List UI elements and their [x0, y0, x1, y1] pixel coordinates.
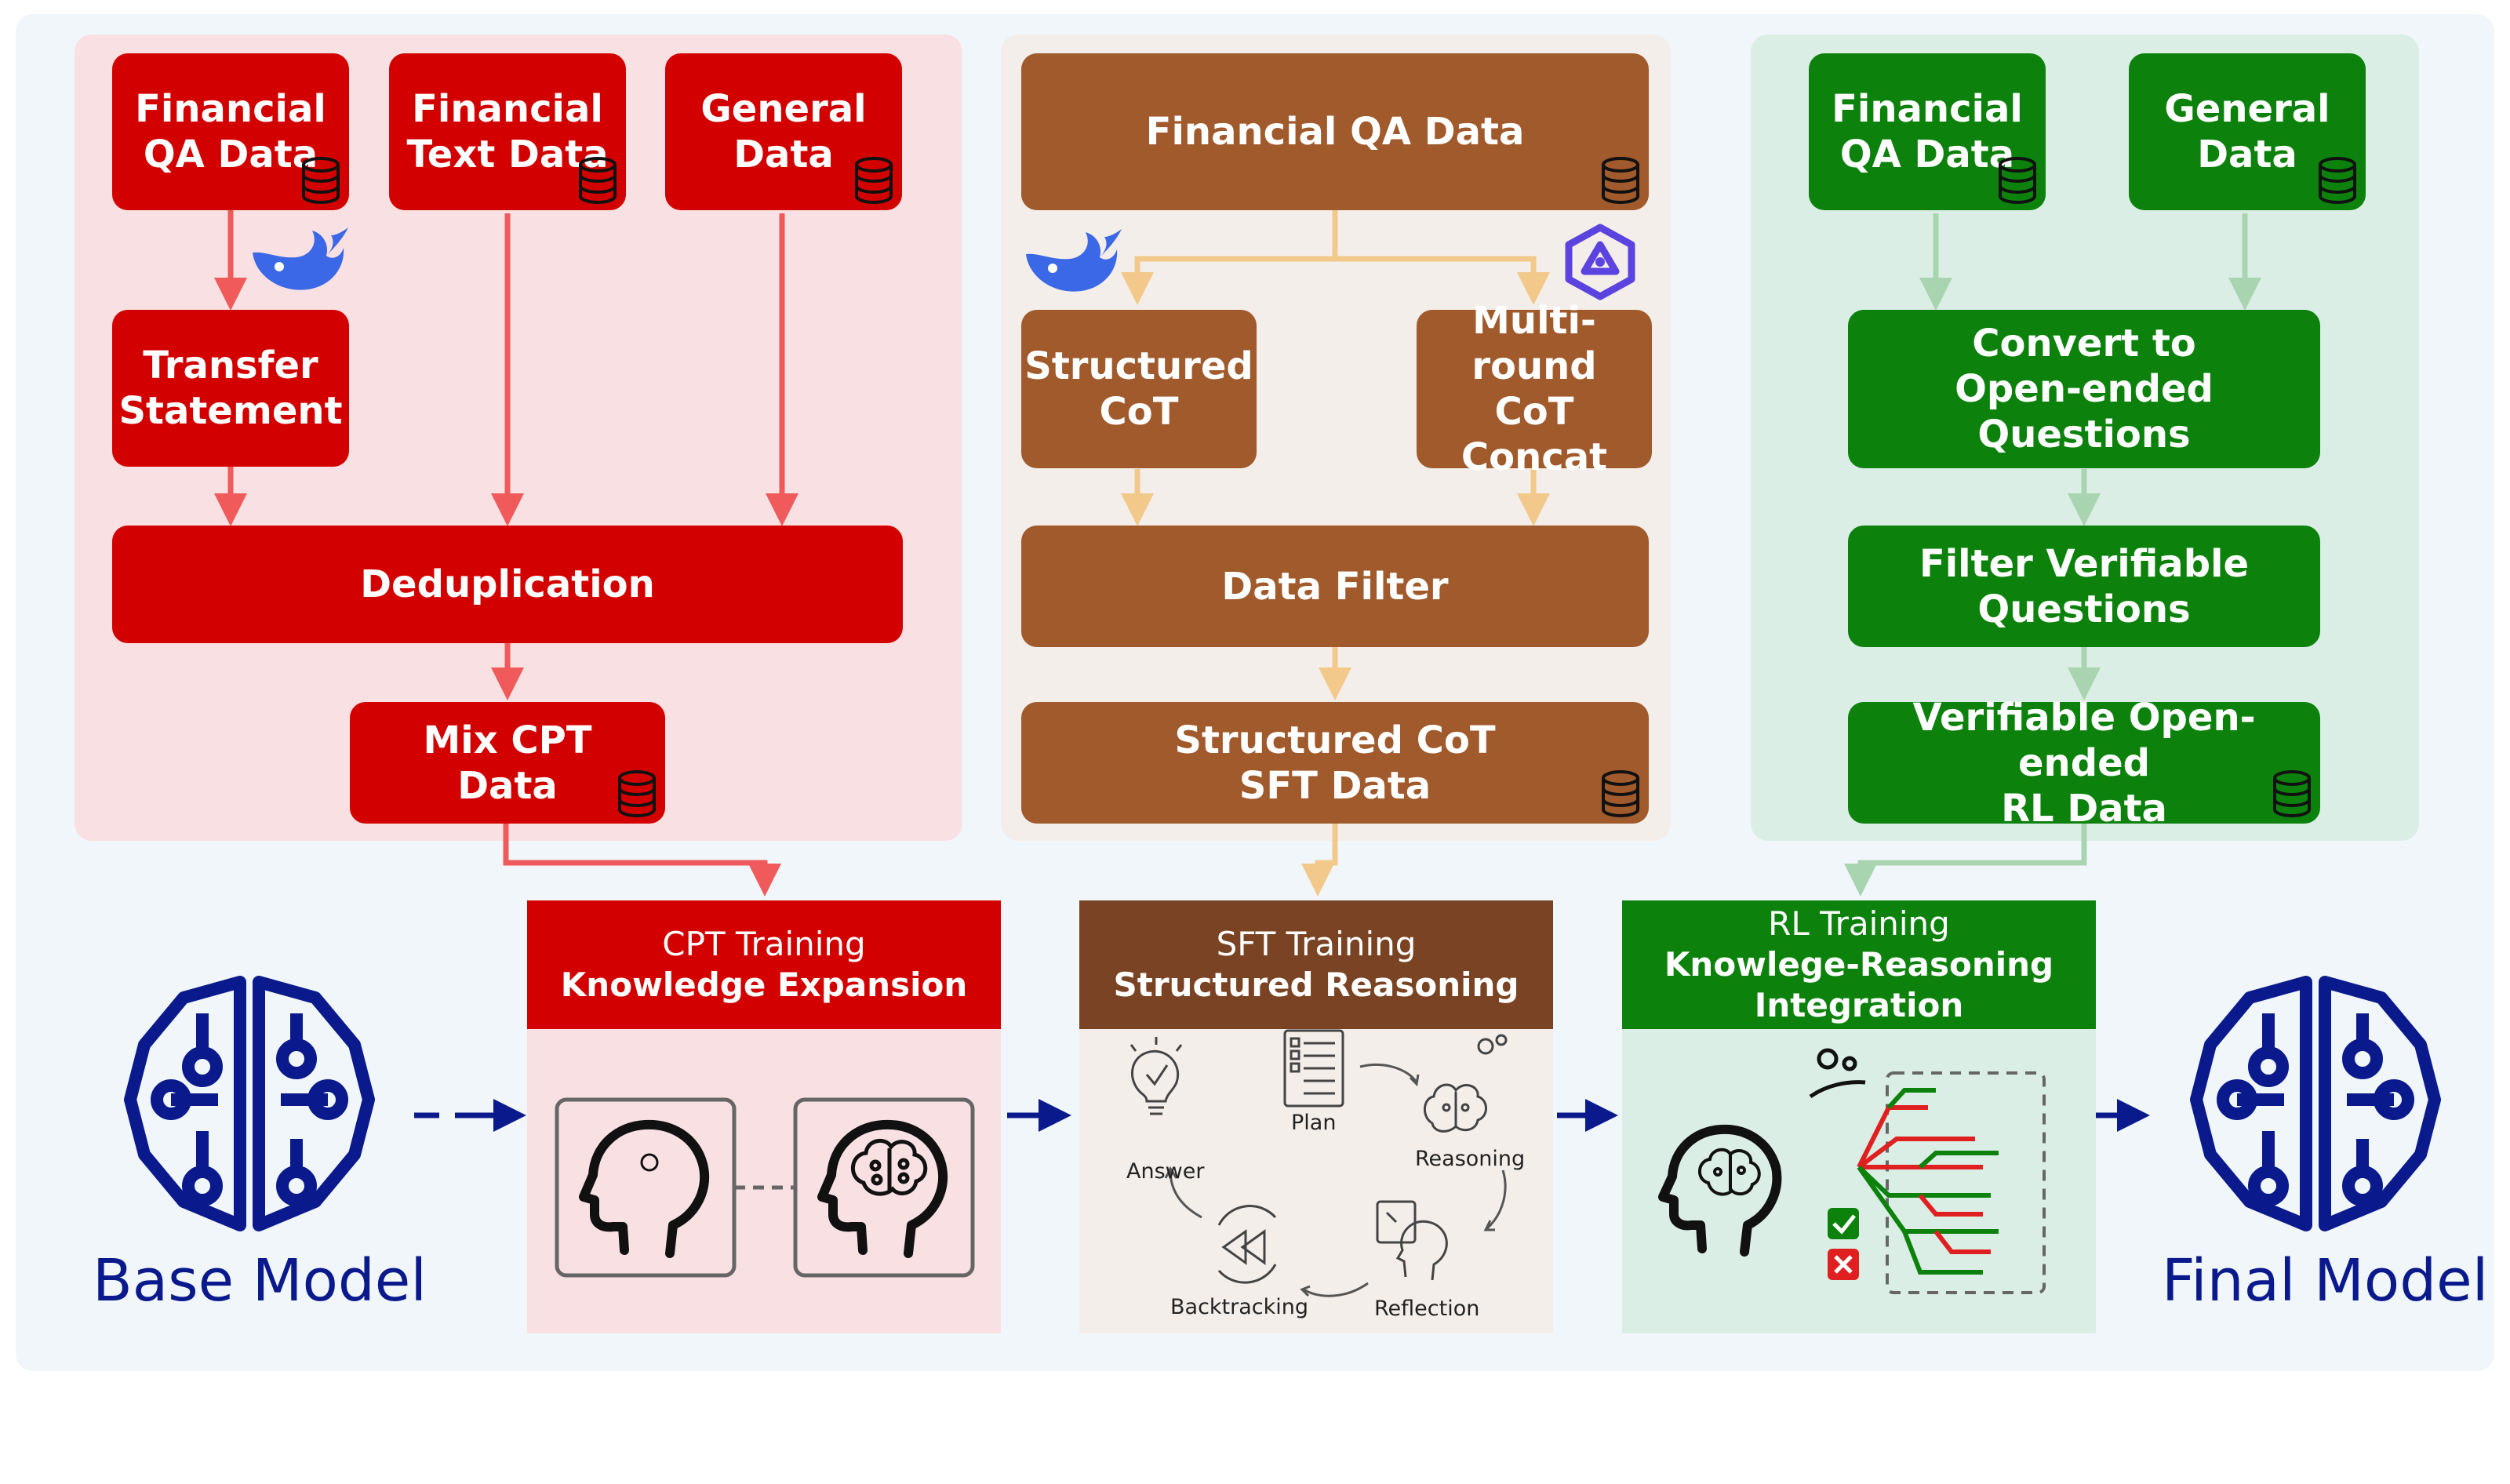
brain-circuit-icon	[1698, 1148, 1761, 1196]
rl-training-stage: RL Training Knowlege-Reasoning Integrati…	[1622, 900, 2096, 1333]
database-icon	[2319, 157, 2356, 204]
convert-open-ended-box: Convert to Open-ended Questions	[1848, 310, 2320, 468]
brain-circuit-icon	[850, 1139, 928, 1196]
box-label: Mix CPT Data	[423, 718, 592, 808]
knowledge-expansion-illustration	[555, 1097, 975, 1278]
box-label: Deduplication	[360, 562, 655, 606]
sft-training-stage: SFT Training Structured Reasoning	[1079, 900, 1553, 1333]
box-label: Structured CoT SFT Data	[1174, 718, 1496, 808]
box-label: Filter Verifiable Questions	[1919, 541, 2250, 631]
rl-data-box: Verifiable Open-ended RL Data	[1848, 696, 2320, 831]
cpt-general-data-box: General Data	[665, 53, 902, 210]
database-icon	[618, 770, 656, 817]
stage-subtitle: Structured Reasoning	[1113, 966, 1519, 1004]
cycle-label-reflection: Reflection	[1374, 1297, 1480, 1321]
cpt-financial-qa-box: Financial QA Data	[112, 53, 349, 210]
structured-cot-box: Structured CoT	[1021, 310, 1257, 468]
gears-icon	[1809, 1048, 1866, 1099]
stage-title: SFT Training	[1216, 925, 1417, 963]
knowledge-reasoning-illustration	[1658, 1048, 2046, 1294]
cpt-training-stage: CPT Training Knowledge Expansion	[527, 900, 1001, 1333]
rl-financial-qa-box: Financial QA Data	[1809, 53, 2046, 210]
database-icon	[2273, 770, 2311, 817]
base-model-label: Base Model	[93, 1247, 427, 1315]
base-model-brain-icon	[124, 976, 375, 1231]
rl-stage-header: RL Training Knowlege-Reasoning Integrati…	[1622, 900, 2096, 1029]
database-icon	[1602, 157, 1639, 204]
cpt-financial-text-box: Financial Text Data	[389, 53, 626, 210]
box-label: Verifiable Open-ended RL Data	[1912, 695, 2256, 831]
rl-general-data-box: General Data	[2129, 53, 2366, 210]
box-label: Financial QA Data	[1145, 110, 1525, 154]
database-icon	[302, 157, 340, 204]
reasoning-tree	[1857, 1088, 1999, 1275]
sft-data-box: Structured CoT SFT Data	[1021, 702, 1649, 824]
multi-round-cot-box: Multi-round CoT Concat	[1417, 299, 1652, 479]
cpt-stage-header: CPT Training Knowledge Expansion	[527, 900, 1001, 1029]
stage-subtitle: Knowlege-Reasoning Integration	[1664, 945, 2054, 1024]
sft-financial-qa-box: Financial QA Data	[1021, 53, 1649, 210]
data-filter-box: Data Filter	[1021, 526, 1649, 647]
check-icon	[1828, 1208, 1859, 1239]
reasoning-cycle-illustration	[1130, 1029, 1508, 1297]
database-icon	[579, 157, 617, 204]
lightbulb-icon	[1130, 1037, 1183, 1115]
head-icon	[579, 1119, 948, 1258]
box-label: Financial Text Data	[406, 87, 609, 176]
box-label: Convert to Open-ended Questions	[1955, 322, 2214, 456]
box-label: Transfer Statement	[118, 344, 343, 433]
small-brain-icon	[640, 1153, 659, 1172]
box-label: General Data	[2164, 87, 2330, 176]
box-label: Data Filter	[1221, 564, 1449, 609]
stage-title: CPT Training	[662, 925, 866, 963]
transfer-statement-box: Transfer Statement	[112, 310, 349, 467]
box-label: Financial QA Data	[1832, 87, 2023, 176]
stage-title: RL Training	[1768, 904, 1950, 943]
backtracking-icon	[1217, 1205, 1277, 1284]
cycle-label-backtracking: Backtracking	[1170, 1295, 1309, 1319]
stage-subtitle: Knowledge Expansion	[560, 966, 968, 1004]
cycle-label-reasoning: Reasoning	[1415, 1147, 1526, 1171]
whale-logo-icon	[1026, 229, 1122, 292]
reflection-icon	[1376, 1200, 1448, 1281]
final-model-brain-icon	[2190, 976, 2441, 1231]
sft-stage-header: SFT Training Structured Reasoning	[1079, 900, 1553, 1029]
box-label: Structured CoT	[1024, 344, 1253, 434]
star-logo-icon	[1565, 224, 1635, 300]
head-icon	[1658, 1124, 1782, 1257]
final-model-label: Final Model	[2162, 1247, 2489, 1315]
box-label: Multi-round CoT Concat	[1461, 299, 1608, 479]
box-label: General Data	[700, 87, 867, 176]
database-icon	[855, 157, 893, 204]
cross-icon	[1828, 1249, 1859, 1280]
filter-verifiable-box: Filter Verifiable Questions	[1848, 526, 2320, 647]
whale-logo-icon	[253, 227, 348, 290]
cycle-label-answer: Answer	[1126, 1159, 1205, 1184]
deduplication-box: Deduplication	[112, 526, 903, 643]
database-icon	[1602, 770, 1639, 817]
database-icon	[1999, 157, 2036, 204]
mix-cpt-data-box: Mix CPT Data	[350, 702, 665, 824]
gears-icon	[1424, 1034, 1508, 1133]
cycle-label-plan: Plan	[1291, 1111, 1337, 1135]
checklist-icon	[1283, 1029, 1344, 1108]
candidate-paths-box	[1886, 1071, 2046, 1294]
box-label: Financial QA Data	[135, 87, 326, 176]
